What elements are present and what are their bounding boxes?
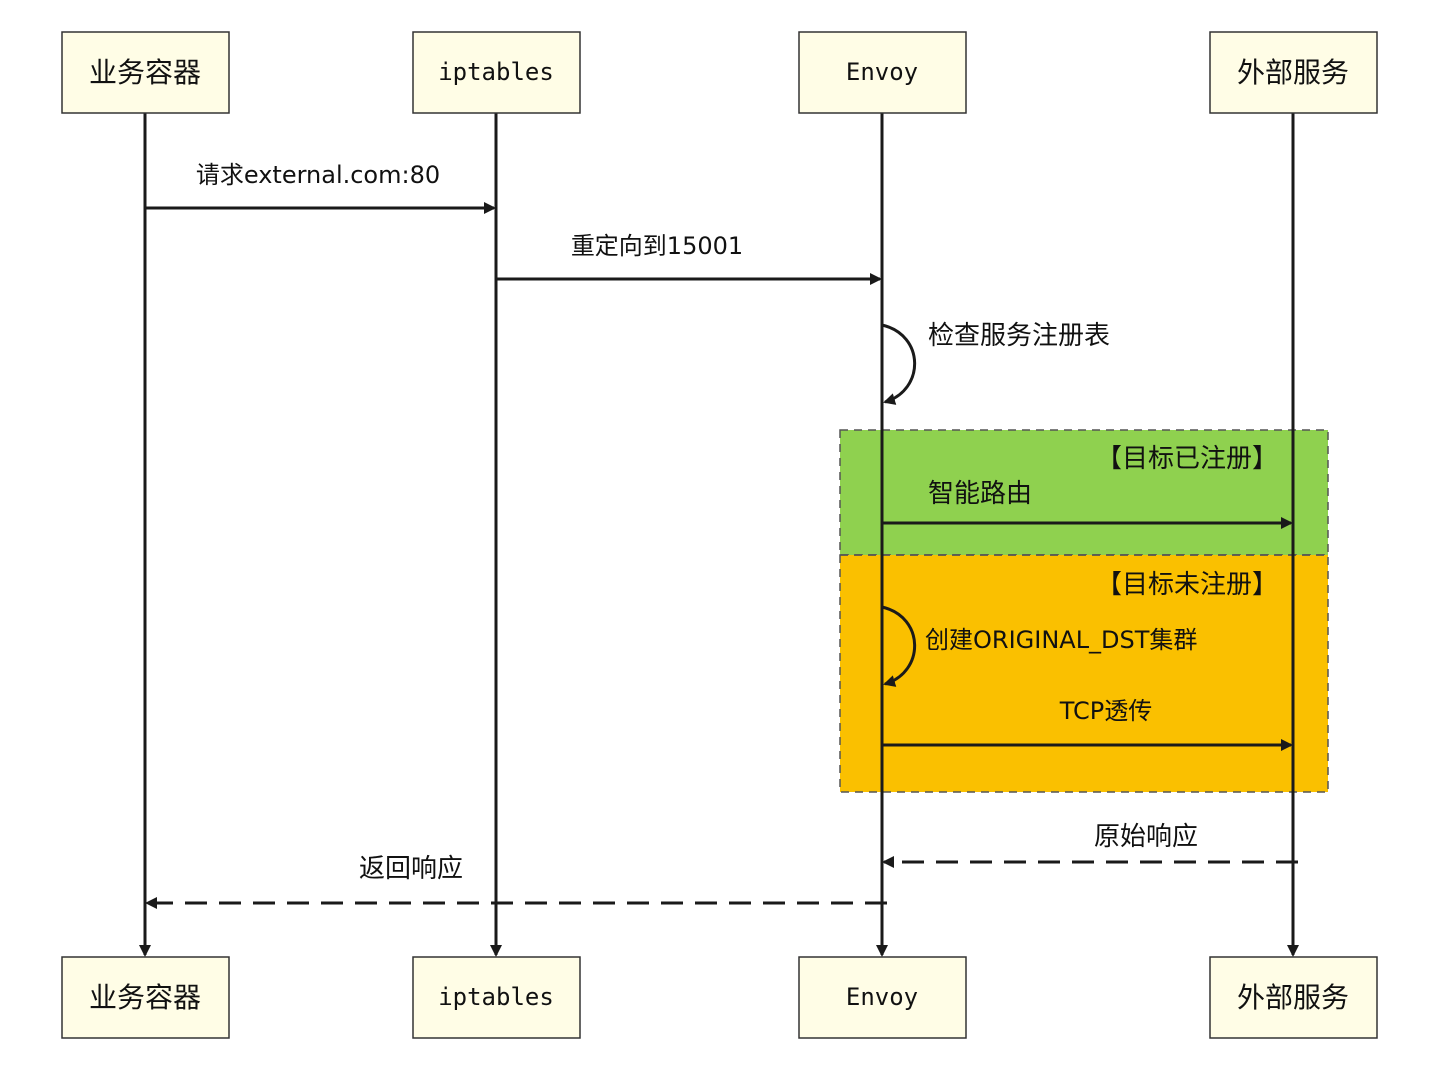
message-smart-route: 智能路由 (882, 479, 1293, 529)
message-return-response: 返回响应 (145, 854, 887, 909)
participant-app-bottom: 业务容器 (61, 956, 230, 1039)
participant-label: 外部服务 (1237, 981, 1349, 1014)
participant-iptables-top: iptables (412, 31, 581, 114)
message-request: 请求external.com:80 (145, 161, 496, 214)
participant-label: iptables (438, 983, 554, 1011)
message-request-label: 请求external.com:80 (196, 161, 440, 189)
message-redirect-label: 重定向到15001 (571, 232, 743, 260)
participant-external-bottom: 外部服务 (1209, 956, 1378, 1039)
participant-label: 业务容器 (89, 981, 201, 1014)
participant-label: 业务容器 (89, 56, 201, 89)
message-check-registry: 检查服务注册表 (881, 321, 1110, 405)
participant-external-top: 外部服务 (1209, 31, 1378, 114)
message-check-registry-label: 检查服务注册表 (928, 321, 1110, 351)
block-registered-label: 【目标已注册】 (1096, 444, 1278, 474)
message-return-response-label: 返回响应 (359, 854, 463, 884)
message-tcp-passthrough-label: TCP透传 (1059, 697, 1152, 725)
message-raw-response: 原始响应 (882, 822, 1298, 868)
message-create-cluster-label: 创建ORIGINAL_DST集群 (925, 626, 1197, 654)
participant-label: iptables (438, 58, 554, 86)
participant-label: Envoy (846, 58, 918, 86)
block-unregistered-label: 【目标未注册】 (1096, 570, 1278, 600)
participant-label: Envoy (846, 983, 918, 1011)
message-smart-route-label: 智能路由 (928, 479, 1032, 509)
message-redirect: 重定向到15001 (496, 232, 882, 285)
message-tcp-passthrough: TCP透传 (882, 697, 1293, 751)
participant-envoy-bottom: Envoy (798, 956, 967, 1039)
participant-app-top: 业务容器 (61, 31, 230, 114)
participant-envoy-top: Envoy (798, 31, 967, 114)
participant-label: 外部服务 (1237, 56, 1349, 89)
block-unregistered (839, 554, 1329, 793)
message-raw-response-label: 原始响应 (1094, 822, 1198, 852)
participant-iptables-bottom: iptables (412, 956, 581, 1039)
block-registered (839, 429, 1329, 556)
message-create-cluster: 创建ORIGINAL_DST集群 (881, 605, 1197, 687)
